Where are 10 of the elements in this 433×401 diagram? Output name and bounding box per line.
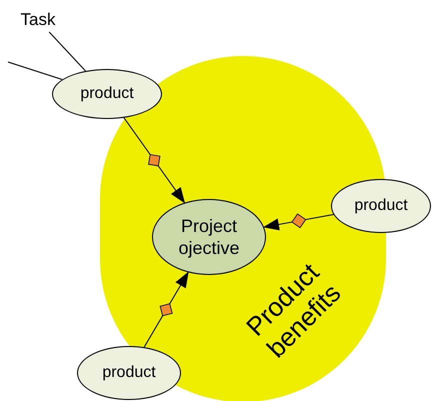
connector-line [48, 32, 86, 72]
arrow [144, 272, 189, 348]
connector-line [8, 62, 63, 80]
node-label: Project ojective [177, 215, 241, 259]
node-label: Task [20, 9, 56, 32]
arrow [123, 117, 186, 204]
arrow [264, 213, 334, 230]
node-label: product [102, 363, 156, 383]
node-label: product [354, 196, 408, 216]
node-label: product [80, 84, 134, 104]
